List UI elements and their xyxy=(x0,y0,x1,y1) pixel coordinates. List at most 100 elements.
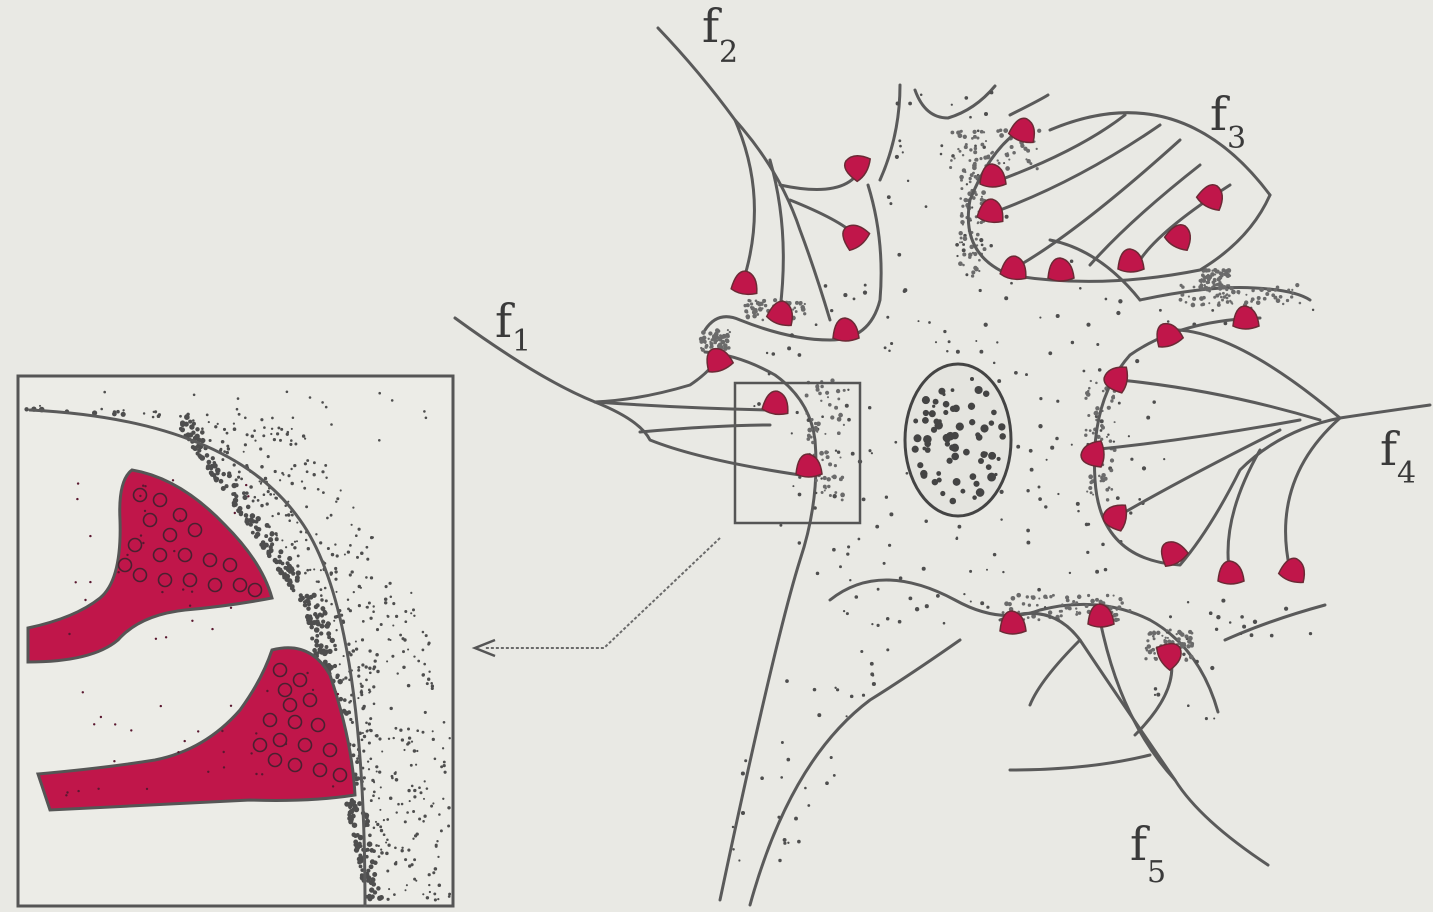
bouton-speck xyxy=(142,485,144,487)
inset-granule xyxy=(315,533,317,535)
membrane-granule xyxy=(839,456,841,458)
membrane-granule xyxy=(804,303,806,305)
cytoplasm-dot xyxy=(847,389,849,391)
inset-granule xyxy=(422,673,425,676)
inset-granule xyxy=(380,849,382,851)
inset-granule xyxy=(296,540,298,542)
membrane-granule xyxy=(700,338,705,343)
cytoplasm-dot xyxy=(898,620,902,624)
label-f2: f2 xyxy=(702,0,738,70)
bouton-speck xyxy=(114,723,116,725)
inset-granule xyxy=(288,519,291,522)
membrane-granule xyxy=(1190,632,1193,635)
membrane-granule xyxy=(1188,636,1193,641)
membrane-granule xyxy=(1086,491,1088,493)
membrane-granule xyxy=(960,179,963,182)
cytoplasm-dot xyxy=(847,418,851,422)
fiber-f2-branch-a xyxy=(735,120,754,285)
inset-granule xyxy=(397,672,399,674)
inset-granule xyxy=(337,679,342,684)
cytoplasm-dot xyxy=(846,715,848,717)
inset-granule xyxy=(352,507,354,509)
inset-granule xyxy=(233,492,237,496)
cytoplasm-dot xyxy=(1142,466,1146,470)
inset-granule xyxy=(361,707,364,710)
cytoplasm-dot xyxy=(875,525,879,529)
membrane-granule xyxy=(837,397,840,400)
cytoplasm-dot xyxy=(1130,458,1133,461)
inset-granule xyxy=(357,860,361,864)
inset-granule xyxy=(413,858,416,861)
inset-granule xyxy=(392,624,394,626)
inset-granule xyxy=(378,845,380,847)
bouton-speck xyxy=(65,794,67,796)
membrane-granule xyxy=(958,133,963,138)
cytoplasm-dot xyxy=(1004,296,1008,300)
membrane-granule xyxy=(1107,406,1111,410)
cytoplasm-dot xyxy=(1250,633,1254,637)
inset-granule xyxy=(413,749,416,752)
cytoplasm-dot xyxy=(1229,621,1232,624)
cytoplasm-dot xyxy=(820,477,822,479)
cytoplasm-dot xyxy=(786,758,790,762)
membrane-granule xyxy=(969,177,972,180)
inset-granule xyxy=(438,884,442,888)
inset-granule xyxy=(427,678,430,681)
chromatin-clump xyxy=(923,410,929,416)
membrane-granule xyxy=(1112,395,1115,398)
inset-granule xyxy=(121,412,126,417)
inset-granule xyxy=(449,737,451,739)
bouton-speck xyxy=(230,607,232,609)
inset-granule xyxy=(296,570,301,575)
membrane-granule xyxy=(823,485,827,489)
cytoplasm-dot xyxy=(984,112,988,116)
fiber-f4-branch-b xyxy=(1120,380,1320,420)
inset-granule xyxy=(295,575,300,580)
inset-granule xyxy=(289,443,292,446)
inset-granule xyxy=(365,576,368,579)
membrane-granule xyxy=(1027,159,1031,163)
inset-granule xyxy=(412,810,415,813)
membrane-granule xyxy=(1226,273,1229,276)
inset-granule xyxy=(401,847,403,849)
inset-granule xyxy=(347,550,350,553)
membrane-granule xyxy=(1026,595,1029,598)
membrane-granule xyxy=(1071,603,1073,605)
membrane-granule xyxy=(1084,433,1087,436)
membrane-granule xyxy=(971,270,975,274)
chromatin-clump xyxy=(972,495,977,500)
membrane-granule xyxy=(1282,303,1284,305)
inset-granule xyxy=(368,666,371,669)
membrane-granule xyxy=(949,166,952,169)
cytoplasm-dot xyxy=(979,350,983,354)
cytoplasm-dot xyxy=(890,342,893,345)
cytoplasm-dot xyxy=(1057,493,1059,495)
inset-granule xyxy=(349,573,352,576)
cytoplasm-dot xyxy=(902,151,904,153)
inset-granule xyxy=(386,838,389,841)
cytoplasm-dot xyxy=(777,816,780,819)
membrane-granule xyxy=(1188,296,1190,298)
cytoplasm-dot xyxy=(1046,459,1048,461)
inset-granule xyxy=(297,554,300,557)
cytoplasm-dot xyxy=(894,441,897,444)
membrane-granule xyxy=(1231,290,1236,295)
inset-granule xyxy=(366,869,370,873)
membrane-granule xyxy=(1095,598,1099,602)
inset-granule xyxy=(401,738,404,741)
inset-granule xyxy=(324,464,327,467)
cytoplasm-dot xyxy=(1101,543,1105,547)
cytoplasm-dot xyxy=(899,145,902,148)
membrane-granule xyxy=(959,197,962,200)
cytoplasm-dot xyxy=(815,492,817,494)
inset-granule xyxy=(390,707,393,710)
membrane-granule xyxy=(1016,593,1021,598)
membrane-granule xyxy=(821,491,824,494)
membrane-granule xyxy=(713,341,717,345)
inset-granule xyxy=(413,615,415,617)
inset-granule xyxy=(430,682,433,685)
membrane-granule xyxy=(761,319,764,322)
cytoplasm-dot xyxy=(925,205,928,208)
cytoplasm-dot xyxy=(1209,611,1213,615)
membrane-granule xyxy=(1146,639,1149,642)
